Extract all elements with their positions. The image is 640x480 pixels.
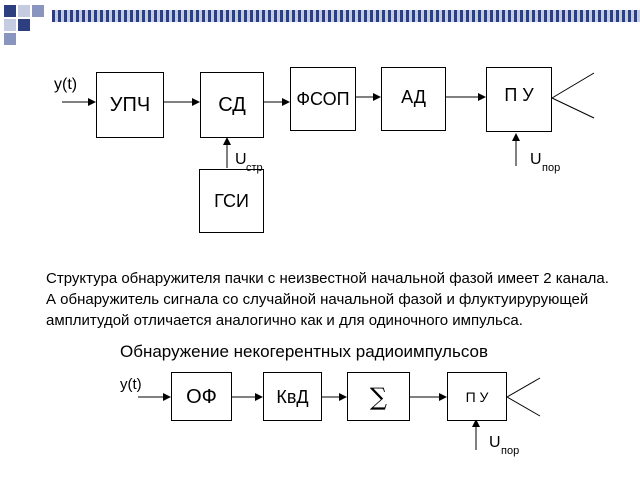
block-sum: ∑	[347, 372, 410, 421]
block-gsi: ГСИ	[199, 169, 264, 233]
block-of-label: ОФ	[186, 385, 217, 408]
output-branch-up-2	[506, 377, 541, 398]
u-por-subscript-2: пор	[501, 445, 520, 457]
description-line-1: Структура обнаружителя пачки с неизвестн…	[46, 270, 609, 287]
input-label-2: y(t)	[120, 376, 142, 393]
block-sd-label: СД	[218, 94, 246, 116]
block-upch-label: УПЧ	[109, 94, 151, 116]
section-heading: Обнаружение некогерентных радиоимпульсов	[120, 342, 489, 361]
u-por-label-1: U	[530, 151, 542, 168]
input-label-1: y(t)	[54, 76, 78, 93]
u-por-label-2: U	[489, 434, 501, 451]
block-ad-label: АД	[401, 87, 426, 107]
corner-square-dark	[4, 5, 16, 17]
block-gsi-label: ГСИ	[214, 191, 249, 211]
block-pu-2-label: П У	[465, 388, 489, 405]
u-str-subscript: стр	[246, 162, 263, 174]
corner-square-light	[18, 5, 30, 17]
header-stripe	[52, 9, 640, 22]
corner-square-light-2	[4, 19, 16, 31]
output-branch-up-1	[551, 72, 595, 99]
output-branch-down-1	[551, 97, 595, 119]
block-ad: АД	[381, 67, 446, 131]
block-fsop-label: ФСОП	[296, 89, 350, 109]
block-pu-1-label: П У	[504, 85, 534, 105]
block-upch: УПЧ	[96, 72, 164, 138]
output-branch-down-2	[506, 396, 541, 417]
block-kvd: КвД	[263, 372, 322, 421]
corner-square-mid-2	[4, 33, 16, 45]
sum-icon: ∑	[369, 382, 388, 411]
block-sd: СД	[200, 72, 264, 138]
block-fsop: ФСОП	[290, 67, 356, 131]
block-pu-1: П У	[486, 67, 552, 132]
stripe-pattern	[52, 10, 640, 22]
description-line-3: амплитудой отличается аналогично как и д…	[46, 312, 523, 329]
description-paragraph: Структура обнаружителя пачки с неизвестн…	[46, 268, 636, 331]
block-kvd-label: КвД	[276, 386, 309, 407]
corner-square-mid	[32, 5, 44, 17]
corner-square-dark-2	[18, 19, 30, 31]
block-of: ОФ	[171, 372, 232, 421]
block-pu-2: П У	[447, 372, 507, 421]
u-str-label: U	[235, 151, 247, 168]
description-line-2: А обнаружитель сигнала со случайной нача…	[46, 291, 589, 308]
u-por-subscript-1: пор	[542, 162, 561, 174]
